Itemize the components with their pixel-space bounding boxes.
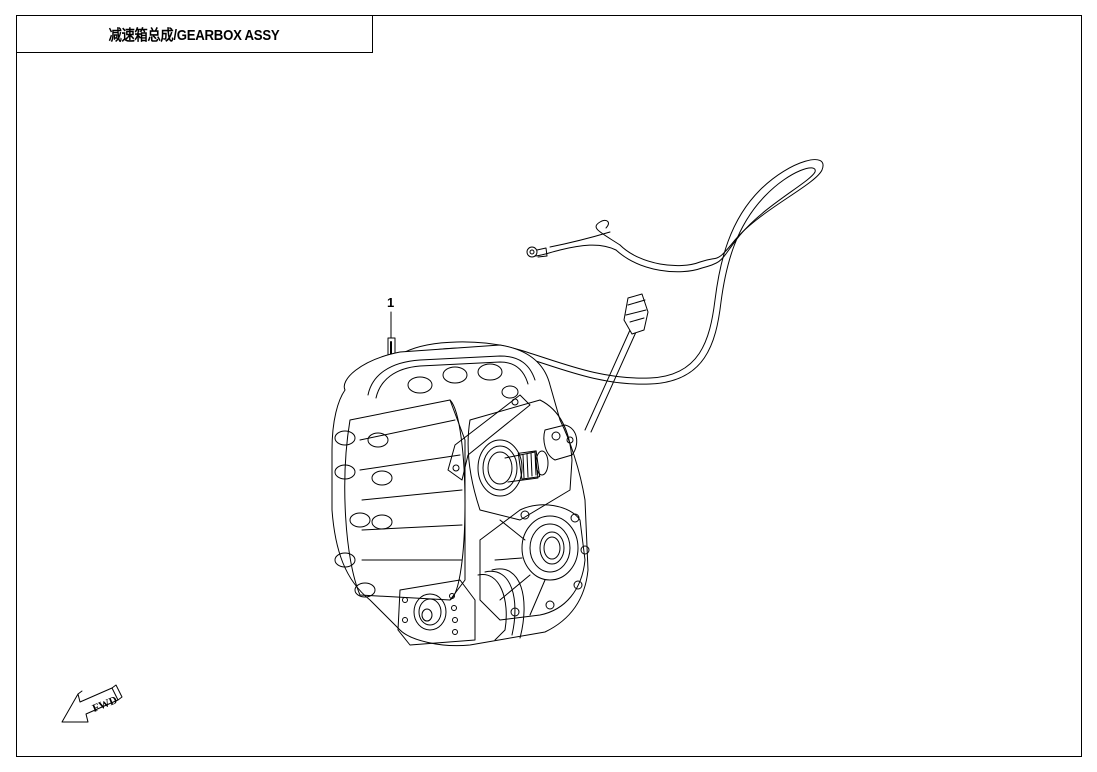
wiring-harness	[404, 159, 824, 433]
gearbox-housing	[331, 344, 590, 647]
callout-number-1: 1	[387, 295, 395, 310]
upper-output-shaft	[477, 439, 549, 497]
differential-housing	[479, 504, 590, 621]
page-title: 减速箱总成/GEARBOX ASSY	[109, 26, 280, 44]
lower-input-shaft	[397, 568, 525, 646]
drawing-frame	[16, 15, 1082, 757]
forward-arrow-icon	[61, 684, 123, 723]
mounting-lugs	[334, 363, 519, 598]
title-block: 减速箱总成/GEARBOX ASSY	[16, 15, 373, 53]
